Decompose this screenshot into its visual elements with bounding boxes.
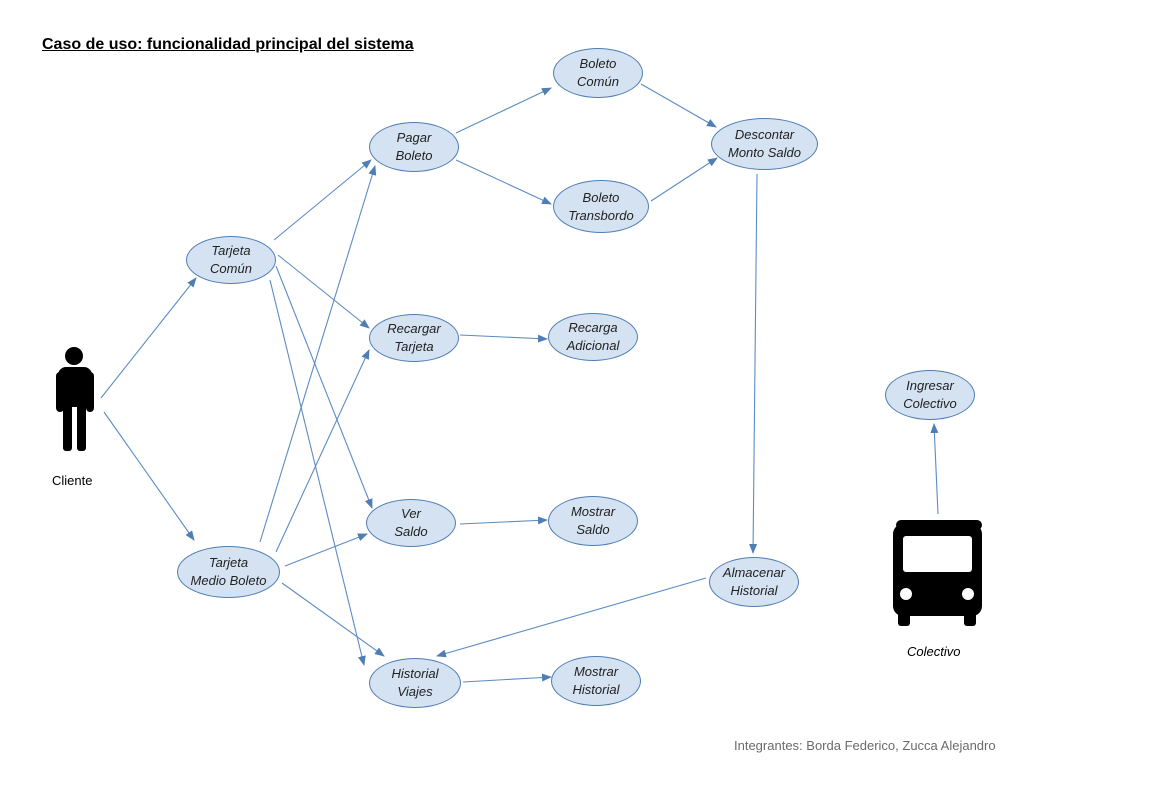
- edge-boletocomun-descontar: [640, 83, 717, 128]
- use-case-label: Tarjeta Común: [210, 243, 252, 276]
- use-case-label: Ver Saldo: [394, 506, 428, 539]
- use-case-mostrar-historial[interactable]: Mostrar Historial: [551, 656, 641, 706]
- use-case-pagar-boleto[interactable]: Pagar Boleto: [369, 122, 459, 172]
- use-case-tarjeta-comun[interactable]: Tarjeta Común: [186, 236, 276, 284]
- bus-icon: [893, 520, 982, 626]
- edge-historial-mostrar: [462, 673, 552, 683]
- edge-tmedio-versaldo: [284, 533, 368, 567]
- edge-pagar-boleto-comun: [455, 87, 552, 134]
- edge-versaldo-mostrar: [459, 516, 548, 525]
- edge-cliente-tarjeta-comun: [100, 277, 197, 399]
- edge-colectivo-ingresar: [930, 423, 939, 515]
- use-case-label: Pagar Boleto: [395, 130, 433, 163]
- use-case-historial-viajes[interactable]: Historial Viajes: [369, 658, 461, 708]
- person-icon: [56, 347, 94, 451]
- edge-tcomun-versaldo: [275, 265, 373, 509]
- use-case-label: Recarga Adicional: [566, 320, 620, 353]
- use-case-ingresar-colectivo[interactable]: Ingresar Colectivo: [885, 370, 975, 420]
- page-title: Caso de uso: funcionalidad principal del…: [42, 36, 414, 53]
- use-case-label: Historial Viajes: [391, 666, 439, 699]
- use-case-label: Boleto Transbordo: [568, 189, 634, 223]
- edge-tcomun-historial: [269, 279, 366, 666]
- use-case-mostrar-saldo[interactable]: Mostrar Saldo: [548, 496, 638, 546]
- use-case-tarjeta-medio-boleto[interactable]: Tarjeta Medio Boleto: [177, 546, 280, 598]
- actor-label-cliente: Cliente: [52, 473, 93, 488]
- use-case-boleto-transbordo[interactable]: Boleto Transbordo: [553, 180, 649, 233]
- edge-tcomun-recargar: [277, 254, 370, 329]
- use-case-label: Tarjeta Medio Boleto: [190, 555, 267, 588]
- edge-tmedio-recargar: [275, 349, 370, 553]
- edge-recargar-adicional: [459, 334, 548, 343]
- edge-almacenar-historial: [436, 577, 707, 658]
- use-case-boleto-comun[interactable]: Boleto Común: [553, 48, 643, 98]
- use-case-descontar-monto-saldo[interactable]: Descontar Monto Saldo: [711, 118, 818, 170]
- edge-tmedio-historial: [281, 582, 385, 657]
- edge-tcomun-pagar: [273, 159, 372, 241]
- edge-cliente-tarjeta-medio: [103, 411, 195, 541]
- use-case-label: Almacenar Historial: [722, 565, 786, 598]
- edge-descontar-almacenar: [749, 173, 758, 554]
- edge-pagar-boleto-transbordo: [455, 159, 552, 205]
- use-case-ver-saldo[interactable]: Ver Saldo: [366, 499, 456, 547]
- edge-transbordo-descontar: [650, 157, 718, 202]
- use-case-label: Mostrar Saldo: [570, 504, 616, 537]
- use-case-almacenar-historial[interactable]: Almacenar Historial: [709, 557, 799, 607]
- use-case-label: Descontar Monto Saldo: [728, 127, 801, 160]
- actor-label-colectivo: Colectivo: [907, 644, 961, 659]
- footer-integrantes: Integrantes: Borda Federico, Zucca Aleja…: [734, 738, 996, 753]
- use-case-label: Recargar Tarjeta: [387, 321, 441, 354]
- edge-tmedio-pagar: [259, 165, 377, 543]
- use-case-label: Mostrar Historial: [572, 664, 620, 697]
- use-case-label: Boleto Común: [577, 56, 619, 89]
- use-case-label: Ingresar Colectivo: [903, 378, 957, 411]
- use-case-recarga-adicional[interactable]: Recarga Adicional: [548, 313, 638, 361]
- use-case-recargar-tarjeta[interactable]: Recargar Tarjeta: [369, 314, 459, 362]
